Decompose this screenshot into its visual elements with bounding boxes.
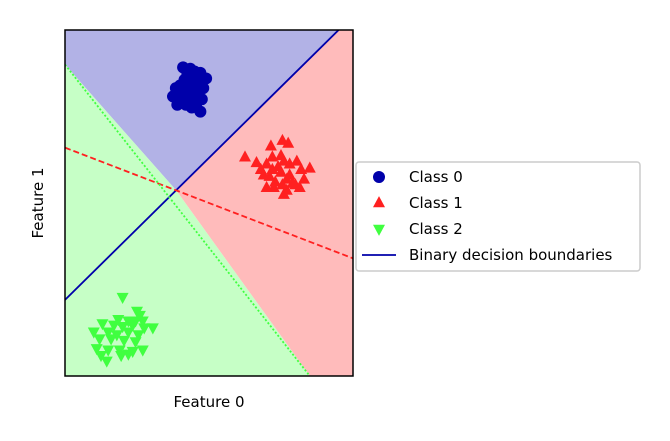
point-class-2-18 — [93, 334, 106, 346]
boundary-line-0 — [65, 30, 340, 301]
point-class-1-30 — [277, 187, 290, 199]
point-class-0-22 — [171, 98, 184, 111]
point-class-0-9 — [200, 72, 213, 85]
legend-marker-0 — [373, 171, 385, 183]
point-class-2-30 — [100, 356, 113, 368]
region-class-1 — [176, 30, 353, 376]
data-points — [87, 61, 316, 368]
point-class-2-28 — [115, 351, 128, 363]
point-class-2-22 — [90, 344, 103, 356]
point-class-1-2 — [264, 139, 277, 151]
point-class-1-22 — [269, 175, 282, 187]
plot-frame — [64, 29, 354, 377]
legend: Class 0 Class 1 Class 2 Binary decision bou… — [355, 161, 641, 272]
point-class-1-16 — [275, 165, 287, 177]
point-class-2-23 — [102, 345, 115, 357]
point-class-2-29 — [122, 349, 135, 361]
point-class-2-15 — [110, 330, 123, 342]
point-class-2-11 — [138, 323, 151, 335]
point-class-2-16 — [122, 327, 135, 339]
point-class-1-21 — [298, 172, 311, 184]
point-class-2-17 — [132, 330, 145, 342]
point-class-1-1 — [282, 136, 295, 148]
point-class-0-27 — [182, 71, 195, 84]
point-class-2-12 — [146, 323, 159, 335]
point-class-1-28 — [286, 176, 299, 188]
point-class-0-29 — [195, 93, 208, 106]
legend-label-2: Class 2 — [409, 220, 463, 238]
point-class-0-28 — [172, 87, 185, 100]
legend-label-0: Class 0 — [409, 168, 463, 186]
point-class-1-12 — [303, 161, 316, 173]
point-class-0-25 — [185, 101, 198, 114]
point-class-1-5 — [266, 150, 279, 162]
y-axis-label: Feature 1 — [29, 168, 47, 239]
point-class-1-27 — [267, 180, 280, 192]
legend-marker-1 — [373, 196, 385, 208]
point-class-2-26 — [136, 345, 149, 357]
point-class-2-20 — [118, 335, 131, 347]
boundary-line-1 — [65, 146, 353, 260]
point-class-2-21 — [129, 337, 142, 349]
legend-label-3: Binary decision boundaries — [409, 246, 613, 264]
point-class-1-10 — [283, 157, 296, 169]
point-class-2-13 — [87, 327, 100, 339]
x-axis-label: Feature 0 — [174, 393, 245, 411]
point-class-1-7 — [290, 154, 303, 166]
legend-frame — [355, 161, 641, 272]
boundary-lines — [65, 30, 353, 376]
point-class-2-0 — [116, 292, 129, 305]
legend-label-1: Class 1 — [409, 194, 463, 212]
point-class-2-8 — [107, 320, 120, 332]
point-class-1-29 — [293, 180, 306, 192]
point-class-2-19 — [105, 334, 118, 346]
legend-marker-2 — [373, 224, 385, 236]
point-class-1-19 — [263, 169, 276, 181]
point-class-2-7 — [96, 319, 109, 331]
point-class-1-15 — [295, 162, 308, 174]
point-class-1-3 — [239, 150, 251, 162]
point-class-1-8 — [250, 155, 263, 168]
point-class-1-9 — [260, 157, 273, 169]
point-class-2-6 — [136, 316, 149, 328]
point-class-2-10 — [126, 320, 139, 332]
